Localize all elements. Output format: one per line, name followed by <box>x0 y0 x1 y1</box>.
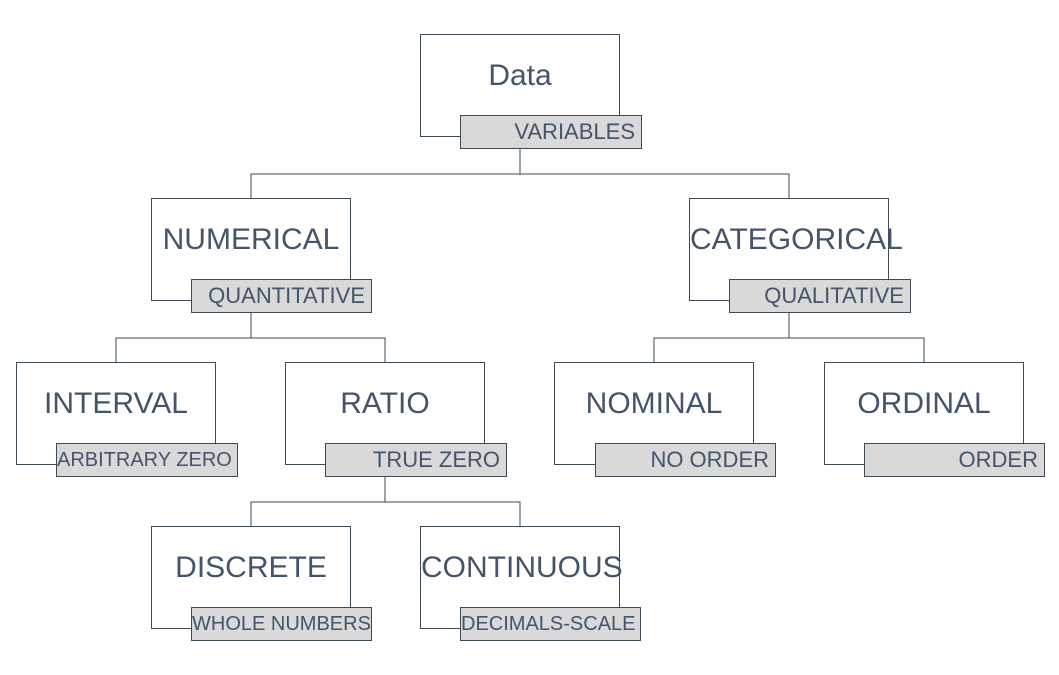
connector-numerical-to-ratio <box>250 313 386 362</box>
tag-arbitrary-zero: ARBITRARY ZERO <box>56 443 238 477</box>
connector-ratio-to-continuous <box>384 477 521 526</box>
node-title-continuous: CONTINUOUS <box>421 551 623 584</box>
node-title-nominal: NOMINAL <box>585 387 723 420</box>
connector-categorical-to-ordinal <box>788 313 925 362</box>
connector-categorical-to-nominal <box>653 313 790 362</box>
tag-true-zero: TRUE ZERO <box>325 443 507 477</box>
node-title-categorical: CATEGORICAL <box>690 223 903 256</box>
connector-data-to-numerical <box>250 149 521 198</box>
connector-data-to-categorical <box>519 149 790 198</box>
connector-numerical-to-interval <box>115 313 252 362</box>
node-title-ratio: RATIO <box>340 387 430 420</box>
tag-variables: VARIABLES <box>460 115 642 149</box>
connector-ratio-to-discrete <box>250 477 386 526</box>
node-title-data: Data <box>488 59 552 92</box>
node-title-numerical: NUMERICAL <box>162 223 340 256</box>
node-title-discrete: DISCRETE <box>175 551 327 584</box>
node-title-interval: INTERVAL <box>44 387 188 420</box>
tag-whole-numbers: WHOLE NUMBERS <box>191 607 372 641</box>
node-title-ordinal: ORDINAL <box>857 387 991 420</box>
tag-decimals-scale: DECIMALS-SCALE <box>460 607 641 641</box>
tag-qualitative: QUALITATIVE <box>729 279 911 313</box>
tag-order: ORDER <box>864 443 1045 477</box>
tag-no-order: NO ORDER <box>595 443 776 477</box>
tag-quantitative: QUANTITATIVE <box>191 279 372 313</box>
